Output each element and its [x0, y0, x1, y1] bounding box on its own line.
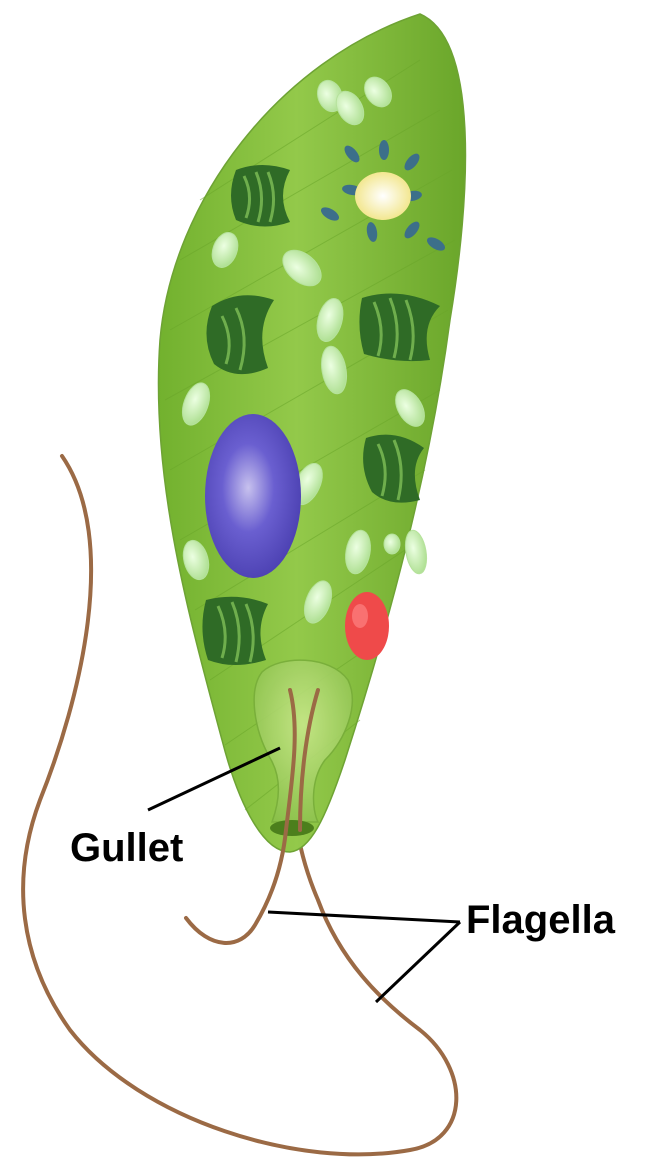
flagella-leader-line-long	[376, 922, 460, 1002]
flagella-label: Flagella	[466, 900, 615, 940]
gullet-opening	[270, 820, 314, 836]
eyespot	[345, 592, 389, 660]
chloroplast	[231, 165, 290, 227]
nucleus	[205, 414, 301, 578]
flagella-leader-line-short	[268, 912, 460, 922]
short-flagellum	[186, 830, 286, 943]
contractile-vacuole	[355, 172, 411, 220]
chloroplast	[202, 597, 268, 665]
gullet-label: Gullet	[70, 828, 183, 868]
